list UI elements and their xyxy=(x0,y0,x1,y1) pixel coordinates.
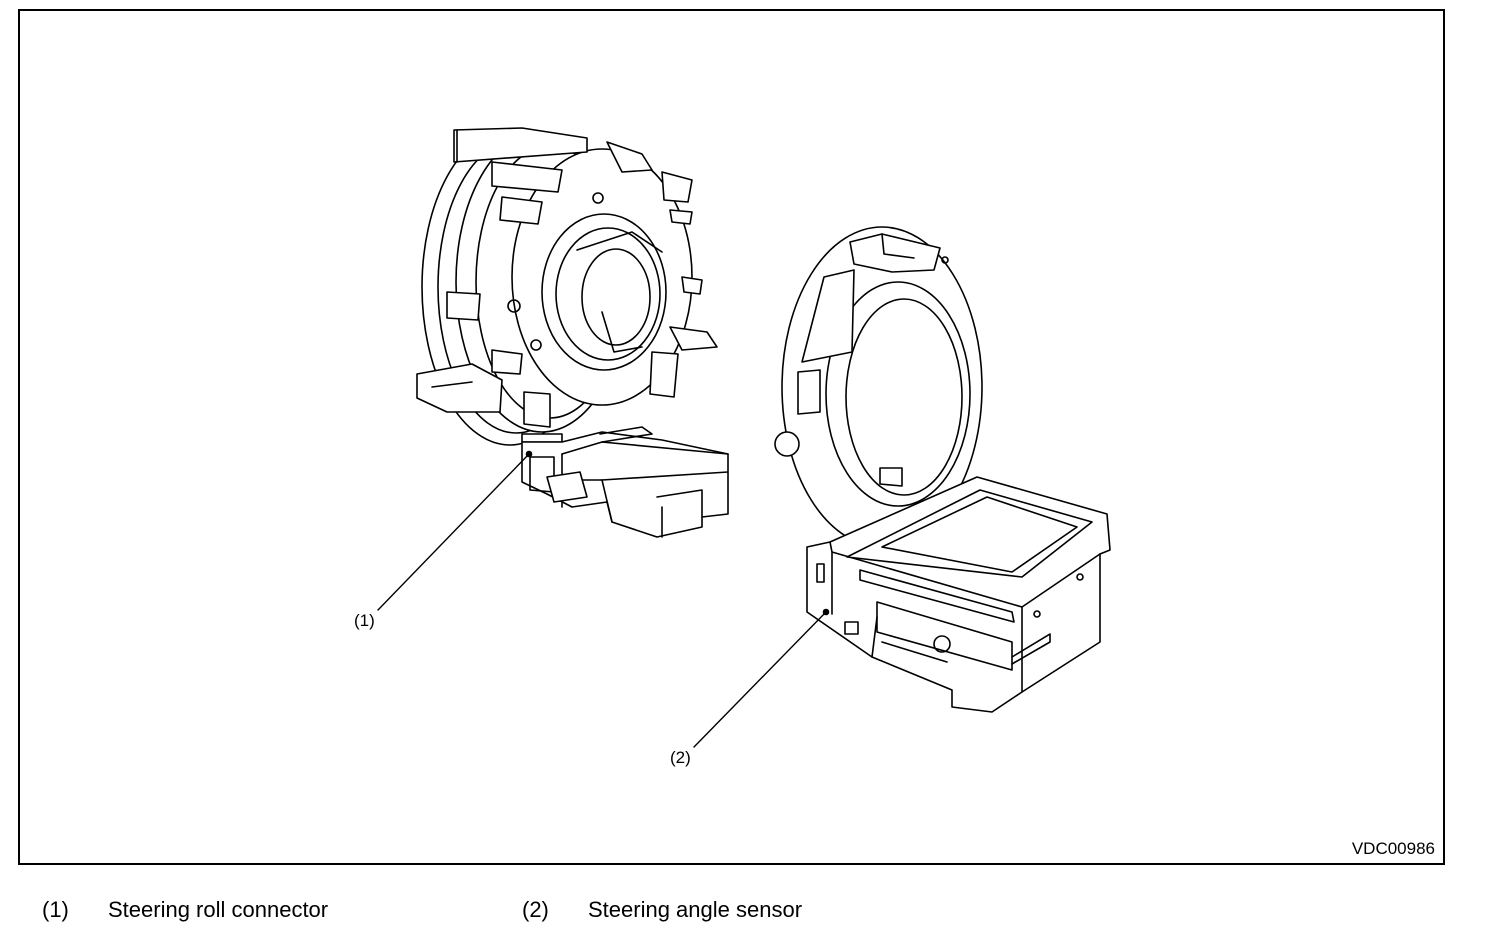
legend-item-2: (2) Steering angle sensor xyxy=(522,897,802,923)
steering-angle-sensor-drawing xyxy=(774,226,1111,713)
legend-label: Steering angle sensor xyxy=(588,897,803,922)
legend-number: (1) xyxy=(42,897,69,922)
legend-label: Steering roll connector xyxy=(108,897,329,922)
illustration xyxy=(377,127,1111,748)
legend-number: (2) xyxy=(522,897,549,922)
figure-frame: (1) (2) VDC00986 xyxy=(18,9,1445,865)
steering-roll-connector-drawing xyxy=(416,127,729,538)
legend-item-1: (1) Steering roll connector xyxy=(42,897,328,923)
callout-1: (1) xyxy=(354,611,375,630)
figure-code: VDC00986 xyxy=(1351,839,1435,858)
leader-line-2 xyxy=(693,611,827,748)
leader-line-1 xyxy=(377,453,530,611)
callout-2: (2) xyxy=(670,748,691,767)
